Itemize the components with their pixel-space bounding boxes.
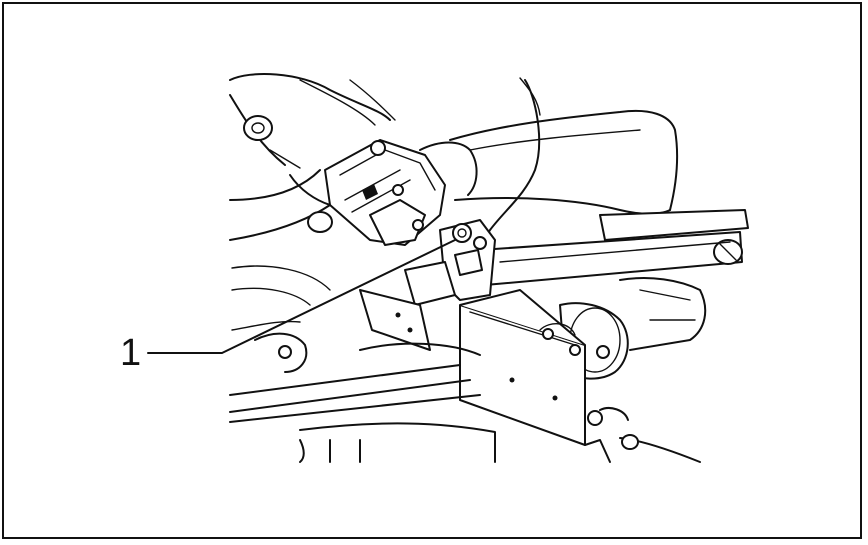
saw-base — [229, 320, 701, 463]
adjustment-screw — [452, 223, 472, 243]
callout-leader — [147, 239, 456, 354]
handle-screw — [370, 140, 386, 156]
fence — [359, 289, 586, 446]
callout-label-1: 1 — [120, 332, 142, 374]
blade-guard-housing — [229, 73, 396, 306]
trigger-icon — [362, 184, 378, 200]
guard-bolt-lower — [307, 211, 333, 233]
guard-bolt-upper — [243, 115, 273, 141]
motor-handle-body — [289, 139, 446, 246]
slide-rail — [479, 209, 749, 286]
rear-housing — [419, 109, 679, 215]
